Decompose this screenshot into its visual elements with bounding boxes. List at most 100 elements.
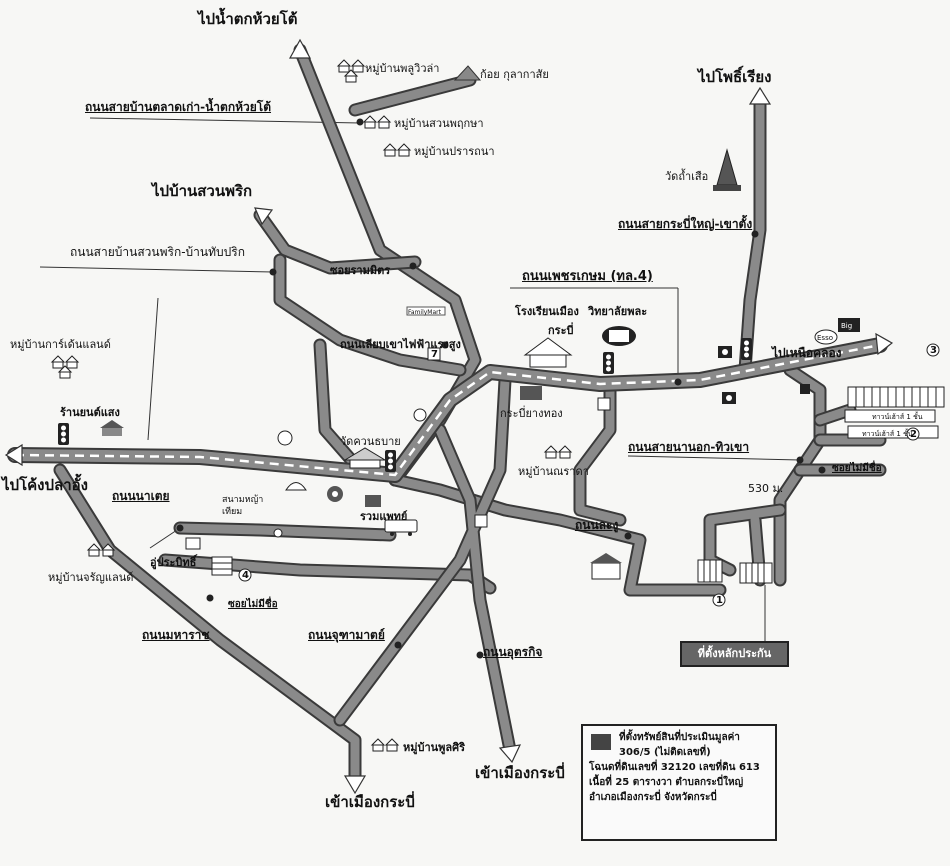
label-road-krabi-yai: ถนนสายกระบี่ใหญ่-เขาตั้ง [618,217,753,231]
label-road-na-tiay: ถนนนาเตย [112,489,170,503]
label-school: โรงเรียนเมือง [515,305,579,318]
shrine-icon [590,553,622,580]
big-c-logo [838,318,860,332]
label-road-jutama: ถนนจุฑามาตย์ [308,628,385,642]
numbered-markers [238,343,940,607]
label-road-nanok: ถนนสายนานอก-ทิวเขา [628,440,750,454]
fuel-icon [277,430,293,446]
label-road-phetkasem: ถนนเพชรเกษม (ทล.4) [522,269,653,284]
legend-line-1: ที่ตั้งทรัพย์สินที่ประเมินมูลค่า [619,732,740,743]
label-soi-no-name-2: ซอยไม่มีชื่อ [832,463,882,474]
label-to-khlong: ไปโค้งปลาอั้ง [2,476,88,494]
mountain-icon [453,65,482,81]
landmarks [100,65,860,580]
label-cave-kula: ก้อย กุลากาสัย [480,68,549,81]
marker-number-2: 2 [910,429,917,440]
shop-icon [100,420,124,436]
label-au-prabit: อู่ประบิทธิ์ [150,556,197,569]
traffic-lights [58,338,752,472]
label-to-krabi-1: เข้าเมืองกระบี่ [325,793,415,811]
label-road-klaokao: ถนนสายบ้านตลาดเก่า-น้ำตกห้วยโต้ [85,100,272,114]
leader-lines [39,117,801,641]
arrow-down-icon [343,775,367,795]
temple-icon [713,148,741,191]
label-road-uttarakit: ถนนอุตรกิจ [483,645,543,659]
highway [7,337,888,483]
bank-icon [718,346,732,358]
building-icon [211,556,233,576]
label-village-pul-siri: หมู่บ้านพูลศิริ [403,741,466,754]
village-icon [50,355,80,379]
townhouses [697,386,945,584]
collateral-location-box: ที่ตั้งหลักประกัน [680,641,789,667]
village-icon [382,143,412,157]
village-icon [336,59,366,83]
label-road-bypass: ถนนเลียบเขาไฟฟ้าแรงสูง [340,338,461,351]
secondary-roads [53,43,887,787]
esso-logo [814,329,838,345]
village-icon [370,738,400,752]
label-to-phrasirieng: ไปโพธิ์เรียง [698,68,772,86]
label-soi-ram-mit: ซอยรามมิตร [330,264,391,277]
village-icon [362,115,392,129]
legend-line-2: 306/5 (ไม่ติดเลขที่) [619,747,711,758]
label-road-maharaj: ถนนมหาราช [142,628,210,642]
label-school-2: กระบี่ [548,324,574,337]
townhouse-block [739,562,773,584]
hospital-icon [327,486,343,502]
direction-arrows [4,38,894,795]
label-to-nuea-khlong: ไปเหนือคลอง [772,346,842,360]
village-icon [86,543,116,557]
pagoda-icon [520,386,542,400]
arrow-right-icon [875,332,894,356]
townhouse-block [844,409,936,423]
worker-icon [365,495,381,507]
person-icon [273,528,283,538]
label-wat-tham-suea: วัดถ้ำเสือ [665,170,709,183]
label-wat-khuan: วัดควนธบาย [340,435,401,448]
label-village-charoen: หมู่บ้านจรัญแลนด์ [48,571,134,584]
bank-icon [722,392,736,404]
label-college: วิทยาลัยพละ [588,305,648,318]
label-stadium: สนามหญ้าเทียม [222,495,264,517]
label-ruam-phaet: รวมแพทย์ [360,510,408,523]
bus-icon [384,519,418,536]
seven-eleven-label: 7 [431,349,438,360]
traffic-light-icon [385,450,396,472]
label-village-prathana: หมู่บ้านปรารถนา [414,145,495,158]
label-familymart: FamilyMart [408,309,441,316]
village-icon [543,445,573,459]
legend-line-5: อำเภอเมืองกระบี่ จังหวัดกระบี่ [589,792,717,803]
village-icons [50,59,573,752]
label-village-narada: หมู่บ้านณราดา [518,465,589,478]
label-to-suan-phrik: ไปบ้านสวนพริก [152,182,253,200]
arrow-up-icon [288,38,312,59]
familymart-logo [406,306,446,316]
school-icon [523,337,573,368]
garage-icon [185,537,201,550]
arrow-up-icon [748,86,772,105]
traffic-light-icon [58,423,69,445]
traffic-light-icon [603,352,614,374]
marker-number-3: 3 [930,345,937,356]
label-village-phoo-vila: หมู่บ้านพลูวิวล่า [365,62,440,75]
label-to-waterfall: ไปน้ำตกห้วยโต้ [198,10,298,28]
house-icon [800,384,810,394]
arrow-left-icon [4,443,23,467]
label-shop-yont: ร้านยนต์แสง [60,406,120,419]
label-road-suan-phrik: ถนนสายบ้านสวนพริก-บ้านทับปริก [70,245,245,259]
label-road-lanu: ถนนละงู [575,518,619,532]
label-townhouse-1: ทาวน์เฮ้าส์ 1 ชั้น [872,413,923,421]
college-icon [602,326,636,346]
label-big-c: Big [841,322,853,330]
seven-eleven-logo [427,347,611,528]
arrow-down-icon [498,744,522,764]
arrow-upleft-icon [254,207,274,226]
marker-number-1: 1 [716,595,723,606]
legend-swatch [591,734,611,750]
crane-icon [413,408,427,422]
traffic-light-icon [741,338,752,360]
gas-station-icon [285,482,307,491]
label-village-suan-phruk: หมู่บ้านสวนพฤกษา [394,117,484,130]
